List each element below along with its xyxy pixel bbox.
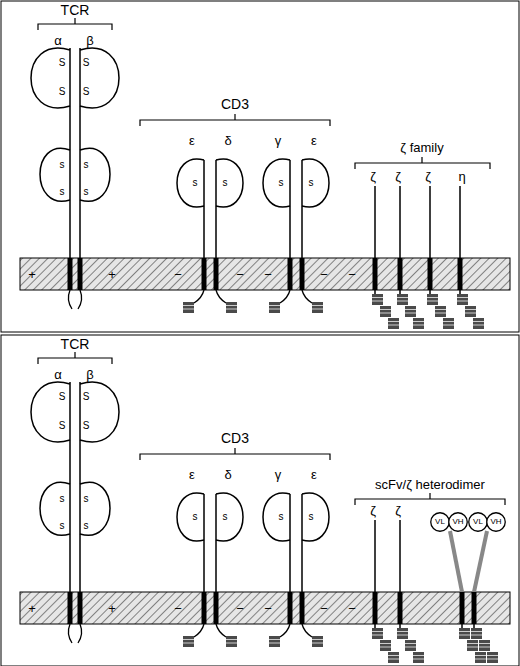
label-text: −	[236, 268, 244, 281]
label-text: γ	[275, 468, 282, 481]
label-text: s	[60, 521, 65, 531]
label-text: s	[309, 178, 314, 188]
label-text: α	[54, 34, 62, 47]
domain-label: VL	[435, 518, 445, 526]
label-text: ζ	[370, 504, 376, 517]
label-text: ζ	[370, 170, 376, 183]
domain-circle: VH	[486, 512, 506, 532]
label-text: −	[264, 268, 272, 281]
label-text: S	[83, 392, 90, 402]
label-text: s	[279, 178, 284, 188]
label-text: ε	[189, 134, 195, 147]
label-text: s	[60, 494, 65, 504]
label-text: +	[108, 602, 116, 615]
label-text: s	[309, 512, 314, 522]
label-text: −	[236, 602, 244, 615]
label-text: S	[83, 421, 90, 431]
label-text: s	[279, 512, 284, 522]
label-text: +	[28, 268, 36, 281]
domain-circle: VL	[468, 512, 488, 532]
label-text: s	[223, 512, 228, 522]
label-text: CD3	[221, 431, 249, 445]
label-text: β	[86, 368, 93, 381]
label-text: δ	[224, 468, 231, 481]
domain-circle: VL	[430, 512, 450, 532]
label-text: scFv/ζ heterodimer	[375, 478, 485, 491]
label-text: s	[84, 160, 89, 170]
top-panel	[1, 1, 519, 332]
label-text: −	[174, 268, 182, 281]
label-text: s	[84, 187, 89, 197]
label-text: ζ	[425, 170, 431, 183]
label-text: ζ	[395, 170, 401, 183]
label-text: β	[86, 34, 93, 47]
label-text: s	[223, 178, 228, 188]
label-text: ε	[189, 468, 195, 481]
label-text: +	[28, 602, 36, 615]
label-text: ε	[311, 134, 317, 147]
label-text: α	[54, 368, 62, 381]
label-text: −	[348, 602, 356, 615]
label-text: s	[84, 521, 89, 531]
label-text: S	[83, 87, 90, 97]
label-text: TCR	[61, 337, 90, 351]
label-text: s	[60, 160, 65, 170]
label-text: s	[193, 178, 198, 188]
label-text: S	[59, 421, 66, 431]
bottom-panel	[1, 335, 519, 666]
label-text: S	[83, 58, 90, 68]
label-text: ζ family	[400, 141, 443, 154]
label-text: γ	[275, 134, 282, 147]
label-text: −	[320, 602, 328, 615]
label-text: −	[174, 602, 182, 615]
label-text: S	[59, 87, 66, 97]
label-text: ζ	[395, 504, 401, 517]
label-text: −	[264, 602, 272, 615]
label-text: s	[193, 512, 198, 522]
label-text: S	[59, 392, 66, 402]
domain-label: VH	[452, 518, 463, 526]
label-text: ε	[311, 468, 317, 481]
label-text: −	[320, 268, 328, 281]
label-text: CD3	[221, 97, 249, 111]
label-text: S	[59, 58, 66, 68]
label-text: +	[108, 268, 116, 281]
label-text: η	[458, 170, 465, 183]
label-text: TCR	[61, 3, 90, 17]
domain-label: VH	[490, 518, 501, 526]
domain-label: VL	[473, 518, 483, 526]
domain-circle: VH	[448, 512, 468, 532]
label-text: s	[84, 494, 89, 504]
label-text: δ	[224, 134, 231, 147]
label-text: s	[60, 187, 65, 197]
label-text: −	[348, 268, 356, 281]
